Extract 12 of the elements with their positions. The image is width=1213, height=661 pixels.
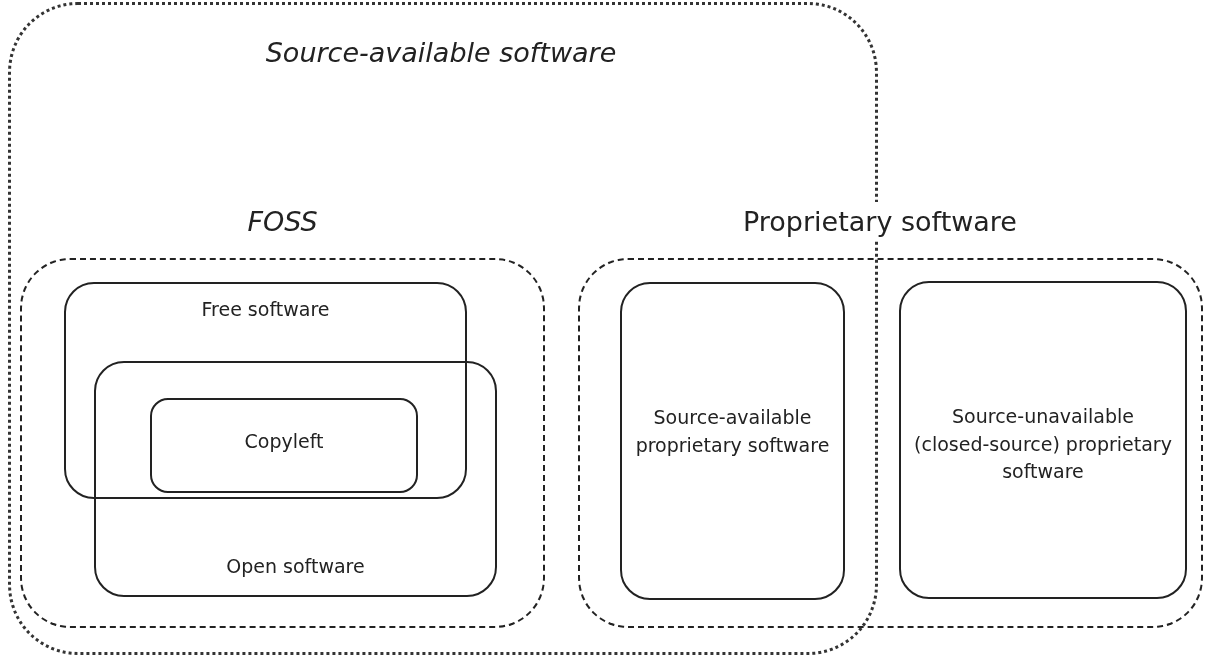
label: Copyleft xyxy=(243,429,325,454)
free-software-box xyxy=(64,282,467,499)
label: Free software xyxy=(200,297,331,322)
label: Source-available proprietary software xyxy=(634,405,831,458)
open-software-box xyxy=(94,361,497,597)
label: Source-unavailable (closed-source) proprietary software xyxy=(913,404,1173,485)
copyleft-box xyxy=(150,398,418,493)
source-unavailable-proprietary-box xyxy=(899,281,1187,599)
label: Open software xyxy=(225,554,366,579)
label: Source-available software xyxy=(264,36,618,70)
label: FOSS xyxy=(246,205,319,239)
source-available-proprietary-box xyxy=(620,282,845,600)
